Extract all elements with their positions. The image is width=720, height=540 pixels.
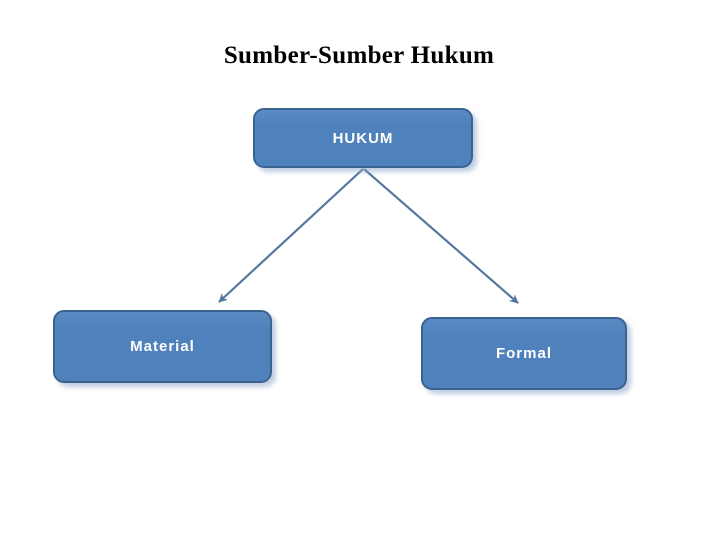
diagram-node-hukum: HUKUM (253, 108, 473, 168)
connector-hukum-material (218, 168, 364, 303)
page-title: Sumber-Sumber Hukum (223, 42, 495, 69)
diagram-node-hukum-label: HUKUM (332, 129, 394, 147)
diagram-node-material-label: Material (130, 338, 195, 355)
diagram-node-formal-label: Formal (495, 345, 552, 362)
diagram-node-material: Material (53, 310, 272, 383)
diagram-node-formal: Formal (421, 317, 627, 390)
connector-hukum-formal (363, 168, 519, 304)
